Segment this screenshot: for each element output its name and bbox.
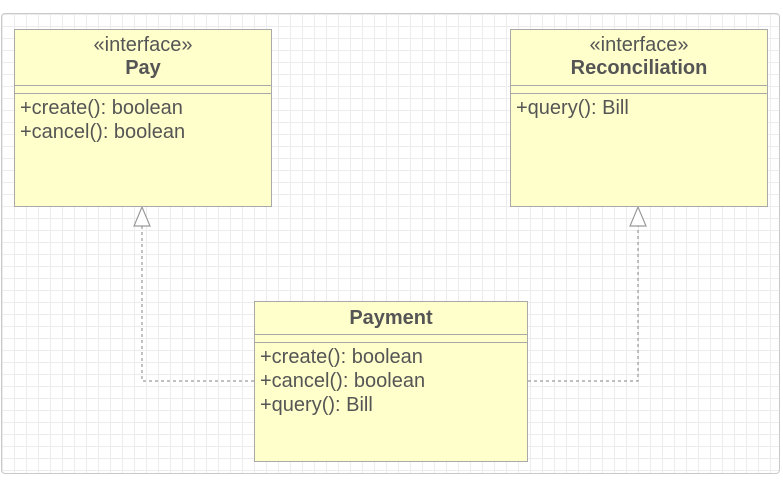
connector-layer — [133, 205, 647, 382]
class-header-pay: «interface» Pay — [15, 30, 271, 86]
class-box-payment[interactable]: Payment +create(): boolean +cancel(): bo… — [254, 301, 528, 462]
attributes-compartment — [511, 86, 767, 94]
class-name-payment: Payment — [349, 307, 433, 329]
class-name-pay: Pay — [125, 57, 161, 79]
realization-arrowhead-reconciliation — [629, 205, 647, 227]
class-header-reconciliation: «interface» Reconciliation — [511, 30, 767, 86]
stereotype-label: «interface» — [589, 34, 689, 56]
methods-compartment: +create(): boolean +cancel(): boolean +q… — [255, 343, 527, 417]
class-header-payment: Payment — [255, 302, 527, 335]
method-item: +create(): boolean — [20, 97, 183, 119]
class-box-reconciliation[interactable]: «interface» Reconciliation +query(): Bil… — [510, 29, 768, 207]
methods-compartment: +create(): boolean +cancel(): boolean — [15, 94, 271, 144]
method-item: +create(): boolean — [260, 346, 423, 368]
stereotype-label: «interface» — [93, 34, 193, 56]
methods-compartment: +query(): Bill — [511, 94, 767, 120]
realization-arrowhead-pay — [133, 205, 151, 227]
method-item: +query(): Bill — [516, 97, 629, 119]
class-box-pay[interactable]: «interface» Pay +create(): boolean +canc… — [14, 29, 272, 207]
realization-connector-reconciliation[interactable] — [528, 226, 639, 382]
class-name-reconciliation: Reconciliation — [570, 57, 708, 79]
attributes-compartment — [255, 335, 527, 343]
method-item: +cancel(): boolean — [260, 370, 426, 392]
diagram-canvas[interactable]: «interface» Pay +create(): boolean +canc… — [1, 13, 780, 474]
realization-connector-pay[interactable] — [141, 226, 254, 382]
method-item: +cancel(): boolean — [20, 121, 186, 143]
attributes-compartment — [15, 86, 271, 94]
method-item: +query(): Bill — [260, 394, 373, 416]
